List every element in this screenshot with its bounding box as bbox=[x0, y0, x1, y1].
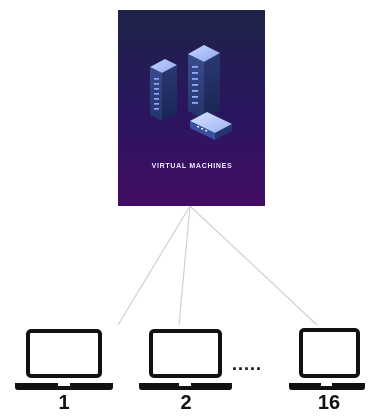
connector-line-2 bbox=[178, 205, 191, 326]
connector-line-1 bbox=[117, 205, 191, 326]
client-label-2: 2 bbox=[180, 392, 192, 414]
laptop-icon-2 bbox=[139, 329, 232, 390]
laptop-icon-1 bbox=[15, 329, 113, 390]
server-caption: VIRTUAL MACHINES bbox=[151, 163, 233, 170]
gap-marker: ..... bbox=[232, 354, 263, 374]
connector-line-16 bbox=[189, 205, 318, 326]
laptop-icon-16 bbox=[289, 328, 365, 390]
client-label-1: 1 bbox=[58, 392, 70, 414]
client-label-16: 16 bbox=[317, 392, 341, 414]
server-icon bbox=[150, 45, 232, 140]
